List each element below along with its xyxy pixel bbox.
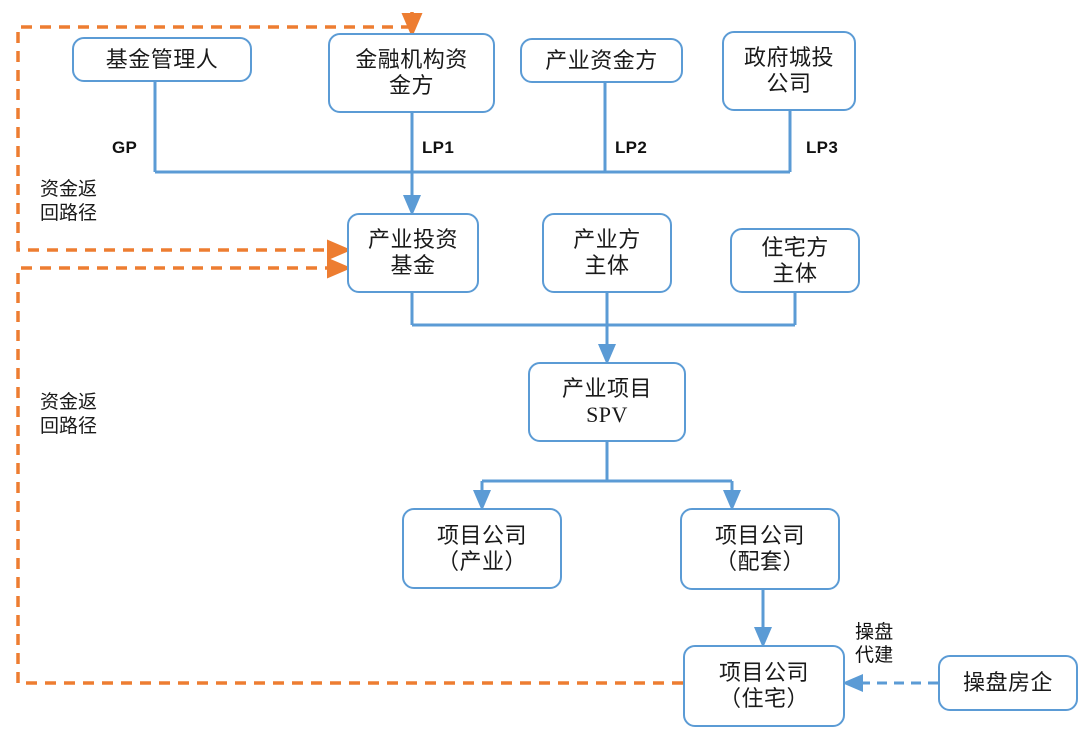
- node-projco-industry[interactable]: 项目公司 （产业）: [402, 508, 562, 589]
- edge-label-gp: GP: [112, 138, 138, 157]
- node-label: 产业方 主体: [573, 227, 641, 278]
- edge-return-top: [16, 25, 412, 261]
- node-industry-party[interactable]: 产业方 主体: [542, 213, 672, 293]
- node-label: 基金管理人: [105, 46, 219, 72]
- node-label: 产业资金方: [545, 47, 658, 73]
- note-return-path-bottom: 资金返 回路径: [40, 392, 98, 437]
- edge-return-bottom: [16, 257, 683, 685]
- node-label: 项目公司 （配套）: [714, 523, 805, 574]
- node-label: 政府城投 公司: [743, 45, 834, 96]
- node-label: 项目公司 （住宅）: [718, 660, 809, 711]
- node-industry-investment-fund[interactable]: 产业投资 基金: [347, 213, 479, 293]
- node-developer-operator[interactable]: 操盘房企: [938, 655, 1078, 711]
- edge-label-lp2: LP2: [615, 138, 648, 157]
- capital-return-edges: [16, 12, 683, 685]
- node-projco-residential[interactable]: 项目公司 （住宅）: [683, 645, 845, 727]
- edge-label-lp1: LP1: [422, 138, 455, 157]
- node-residential-party[interactable]: 住宅方 主体: [730, 228, 860, 293]
- node-financial-institution-lp[interactable]: 金融机构资 金方: [328, 33, 495, 113]
- node-industry-capital-lp[interactable]: 产业资金方: [520, 38, 683, 83]
- note-return-path-top: 资金返 回路径: [40, 179, 98, 224]
- node-government-urban-investment[interactable]: 政府城投 公司: [722, 31, 856, 111]
- equity-flow-edges: [153, 82, 797, 648]
- node-industry-project-spv[interactable]: 产业项目 SPV: [528, 362, 686, 442]
- node-label: 金融机构资 金方: [355, 47, 468, 98]
- edge-label-agency-build: 操盘 代建: [855, 622, 894, 666]
- edge-label-lp3: LP3: [806, 138, 839, 157]
- node-label: 住宅方 主体: [761, 234, 829, 286]
- node-label: 项目公司 （产业）: [436, 522, 527, 574]
- node-label: 产业投资 基金: [367, 227, 458, 278]
- node-label: 产业项目 SPV: [561, 376, 652, 427]
- node-projco-support[interactable]: 项目公司 （配套）: [680, 508, 840, 590]
- node-label: 操盘房企: [962, 670, 1053, 696]
- node-fund-manager[interactable]: 基金管理人: [72, 37, 252, 82]
